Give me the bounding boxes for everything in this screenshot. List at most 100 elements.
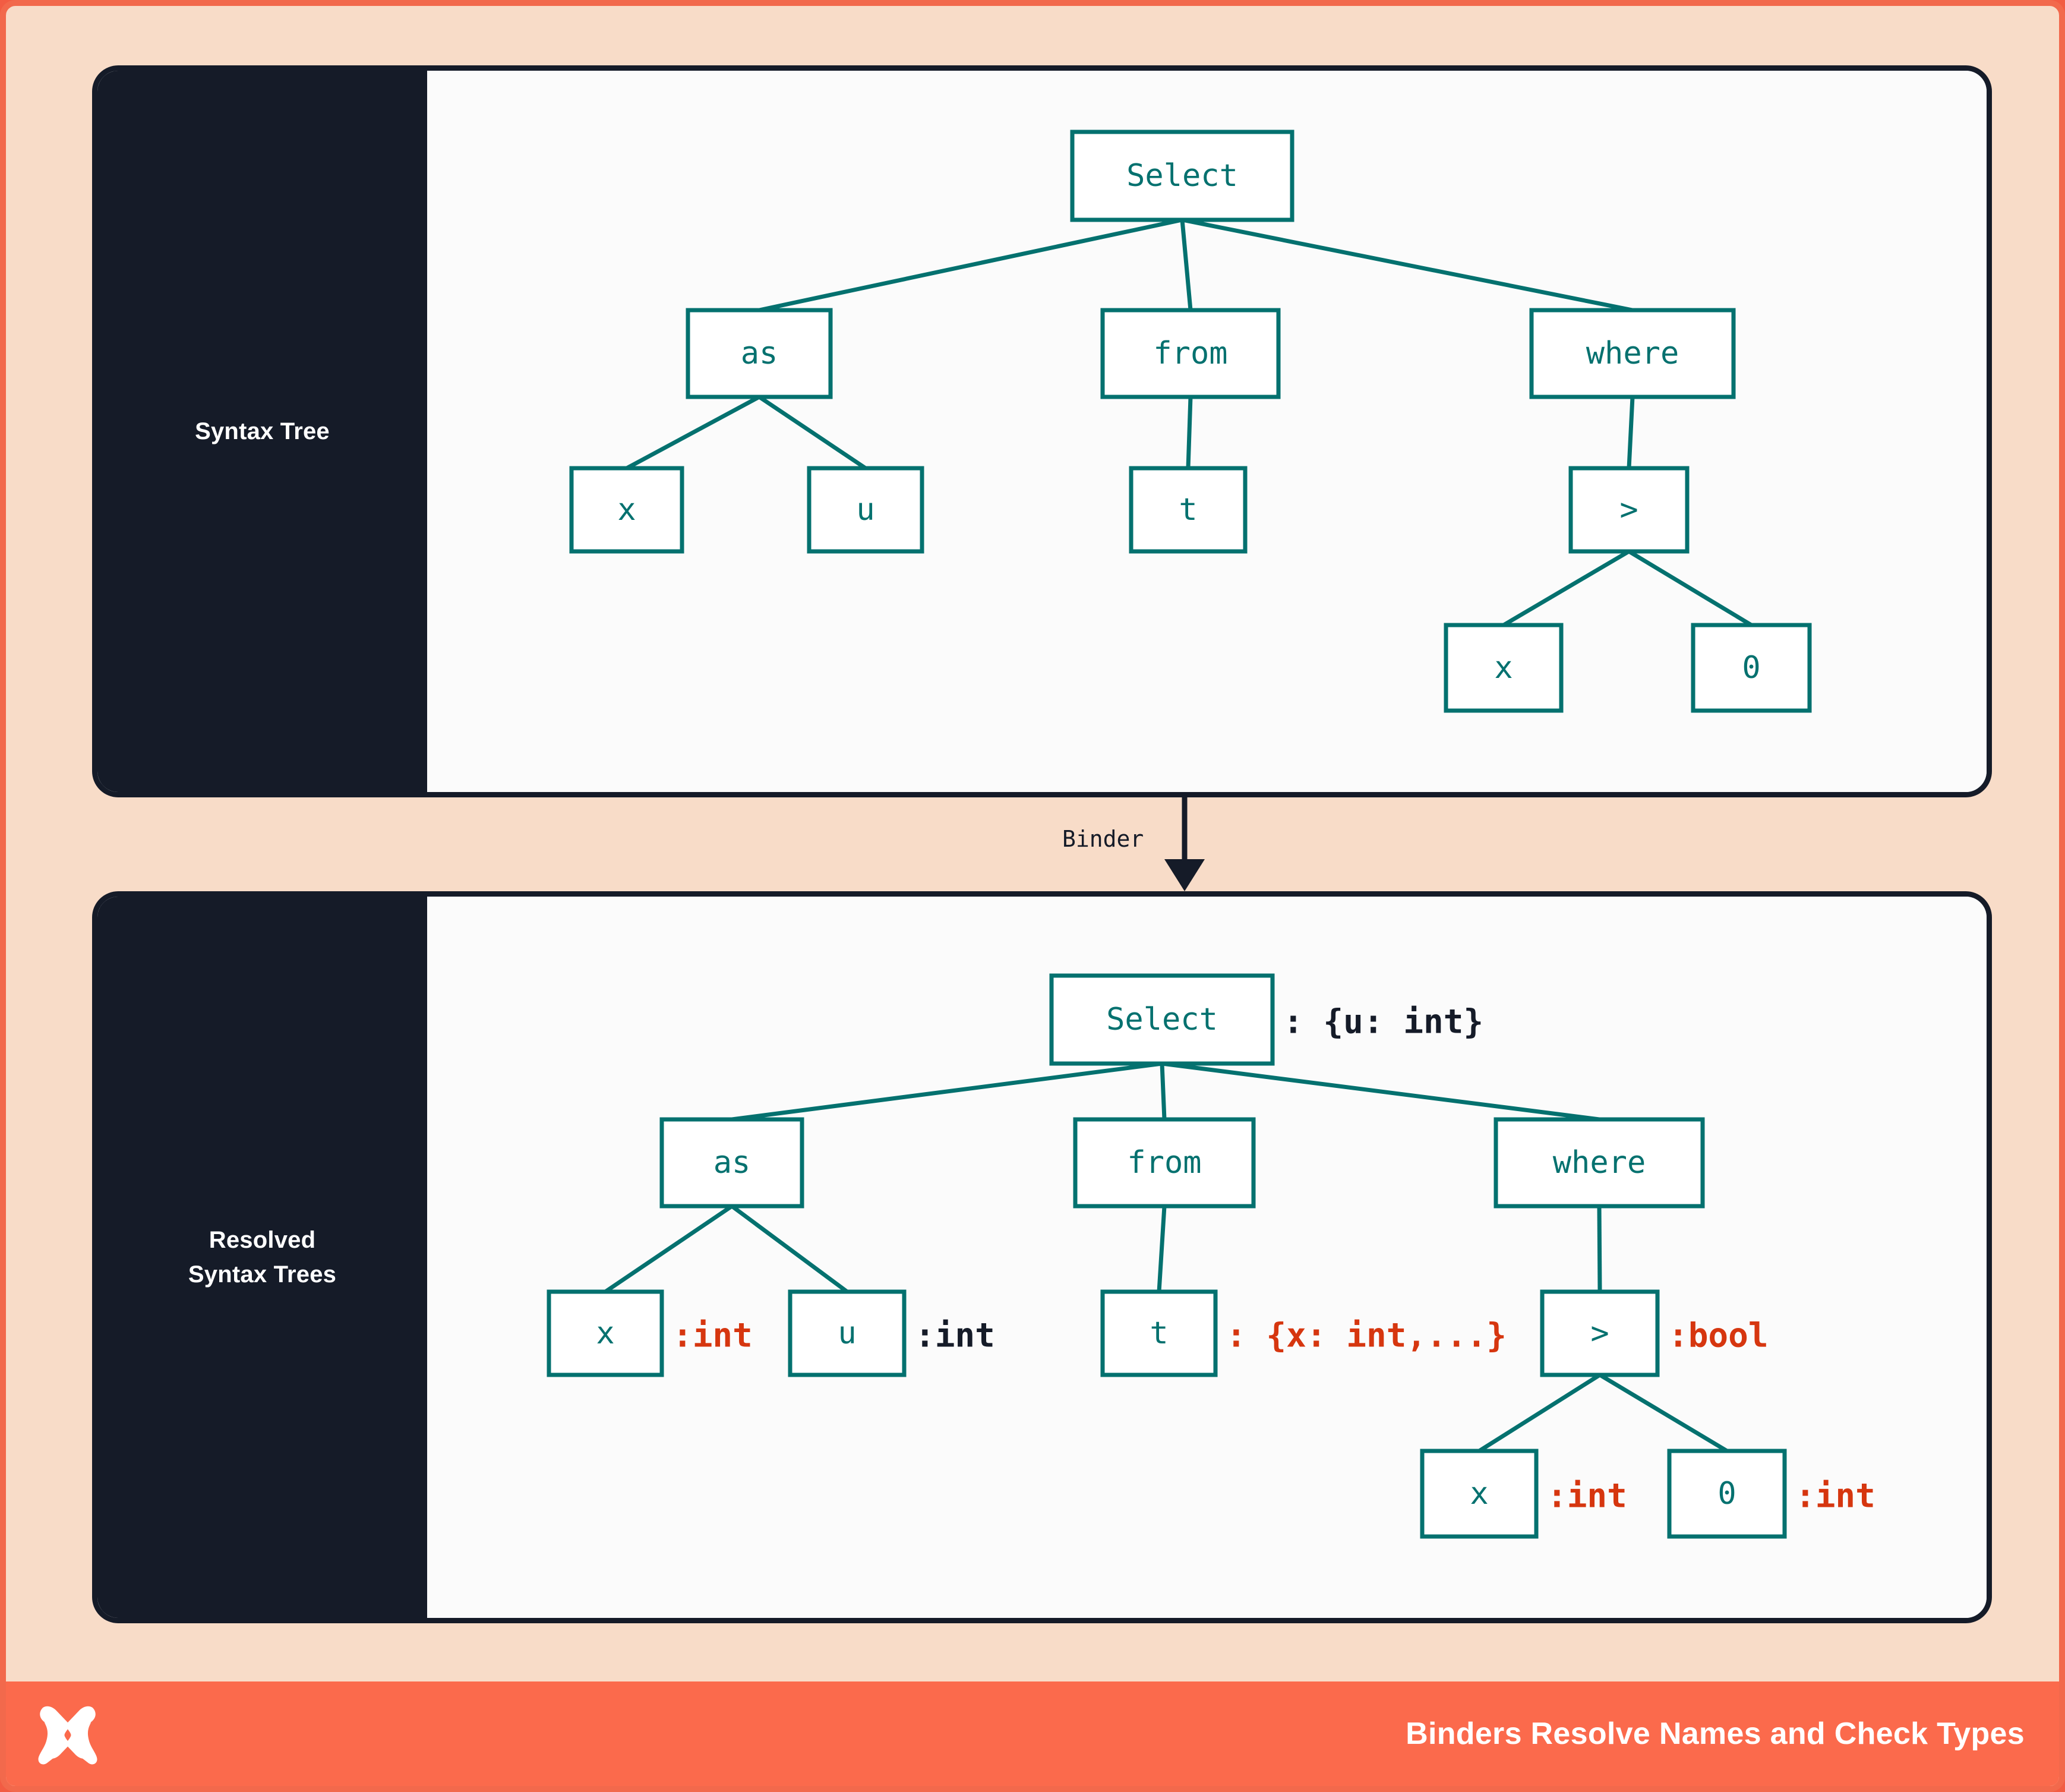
tree-node-where[interactable]: where [1529,308,1736,399]
tree-node-box [1100,308,1281,399]
tree-node-box [1073,1117,1256,1209]
tree-node-label: 0 [1717,1476,1736,1512]
tree-node-from[interactable]: from [1100,308,1281,399]
tree-node-label: x [596,1315,614,1351]
tree-edge [759,217,1183,313]
tree-node-label: as [713,1145,751,1181]
tree-node-t1[interactable]: t : {x: int,...} [1100,1289,1507,1377]
panel-syntax-tree-label: Syntax Tree [195,418,330,444]
tree-node-label: as [741,336,778,371]
tree-node-label: > [1590,1315,1609,1351]
tree-node-label: where [1586,336,1679,371]
tree-node-label: x [617,492,636,528]
tree-edge [1186,396,1193,469]
tree-node-as[interactable]: as [659,1117,804,1209]
butterfly-x-logo [34,1700,101,1767]
tree-node-type-annotation: : {x: int,...} [1226,1317,1507,1355]
tree-node-box [1667,1449,1787,1539]
footer-title: Binders Resolve Names and Check Types [1406,1717,2025,1751]
tree-node-where[interactable]: where [1494,1117,1705,1209]
tree-edge [1502,549,1630,627]
tree-node-type-annotation: :int [1547,1477,1627,1516]
tree-node-x1[interactable]: x [569,466,684,554]
butterfly-x-icon [38,1706,97,1765]
tree-node-label: where [1553,1145,1646,1181]
tree-node-u1[interactable]: u :int [788,1289,995,1377]
tree-node-label: Select [1106,1002,1218,1037]
tree-node-box [659,1117,804,1209]
tree-node-box [569,466,684,554]
tree-node-box [1049,973,1275,1066]
tree-node-box [1070,130,1294,222]
panel-resolved-syntax-trees-sidebar: Resolved Syntax Trees [97,897,427,1618]
panel-syntax-tree: Syntax Tree Select as from where x u t > x 0 [92,65,1992,797]
tree-node-zero1[interactable]: 0 :int [1667,1449,1875,1539]
tree-node-select[interactable]: Select [1070,130,1294,222]
tree-node-type-annotation: :bool [1668,1317,1769,1355]
tree-edge [1161,1061,1600,1122]
tree-node-from[interactable]: from [1073,1117,1256,1209]
tree-edge [626,395,760,471]
tree-node-label: Select [1126,158,1238,194]
tree-node-box [1129,466,1248,554]
tree-edge [1160,1063,1167,1120]
tree-node-label: x [1470,1476,1488,1512]
panel-syntax-tree-canvas: Select as from where x u t > x 0 [427,71,1987,792]
tree-node-zero1[interactable]: 0 [1691,623,1812,713]
tree-edge [1478,1373,1601,1453]
tree-node-box [1529,308,1736,399]
resolved-syntax-tree-svg: Select : {u: int} as from where x :int u :int t : … [547,973,1875,1539]
tree-edge [730,1204,849,1293]
tree-edge [758,395,867,470]
binder-label: Binder [1062,826,1144,852]
tree-node-box [1540,1289,1660,1377]
footer-bar: Binders Resolve Names and Check Types [6,1681,2059,1786]
tree-node-label: from [1127,1145,1201,1181]
tree-edge [1182,217,1633,313]
tree-node-as[interactable]: as [686,308,833,399]
tree-edge [1157,1206,1167,1292]
tree-node-x1[interactable]: x :int [547,1289,753,1377]
panel-resolved-syntax-trees-label: Resolved Syntax Trees [188,1227,337,1288]
panel-resolved-syntax-trees-canvas: Select : {u: int} as from where x :int u :int t : … [427,897,1987,1618]
tree-node-label: from [1153,336,1227,371]
panel-resolved-syntax-trees: Resolved Syntax Trees Select : {u: int} as… [92,891,1992,1623]
tree-node-box [1444,623,1564,713]
tree-node-type-annotation: :int [672,1317,753,1355]
tree-node-box [788,1289,907,1377]
tree-edge [731,1061,1163,1122]
tree-node-label: x [1494,650,1513,686]
tree-node-box [1494,1117,1705,1209]
tree-node-box [1420,1449,1539,1539]
tree-edge [604,1204,733,1293]
tree-node-label: t [1179,492,1197,528]
tree-node-type-annotation: :int [1795,1477,1875,1516]
binder-connector: Binder [6,797,2059,891]
tree-edge [1599,1373,1728,1453]
tree-node-label: u [856,492,874,528]
tree-node-u1[interactable]: u [807,466,924,554]
tree-node-label: t [1150,1315,1168,1351]
tree-node-gt1[interactable]: > [1568,466,1690,554]
tree-edge [1628,550,1753,627]
tree-node-x2[interactable]: x [1444,623,1564,713]
tree-node-type-annotation: :int [915,1317,995,1355]
tree-node-box [1100,1289,1218,1377]
tree-node-label: 0 [1742,650,1760,686]
tree-node-label: > [1619,492,1638,528]
tree-node-gt1[interactable]: > :bool [1540,1289,1769,1377]
tree-node-box [1691,623,1812,713]
tree-node-box [1568,466,1690,554]
binder-arrow-svg [1164,797,1205,891]
tree-node-box [686,308,833,399]
tree-node-t1[interactable]: t [1129,466,1248,554]
tree-node-select[interactable]: Select : {u: int} [1049,973,1483,1066]
tree-node-type-annotation: : {u: int} [1283,1003,1483,1042]
tree-edge [1627,396,1635,469]
tree-node-label: u [838,1315,856,1351]
tree-node-x2[interactable]: x :int [1420,1449,1627,1539]
panel-syntax-tree-sidebar: Syntax Tree [97,71,427,792]
tree-node-box [807,466,924,554]
tree-node-box [547,1289,664,1377]
